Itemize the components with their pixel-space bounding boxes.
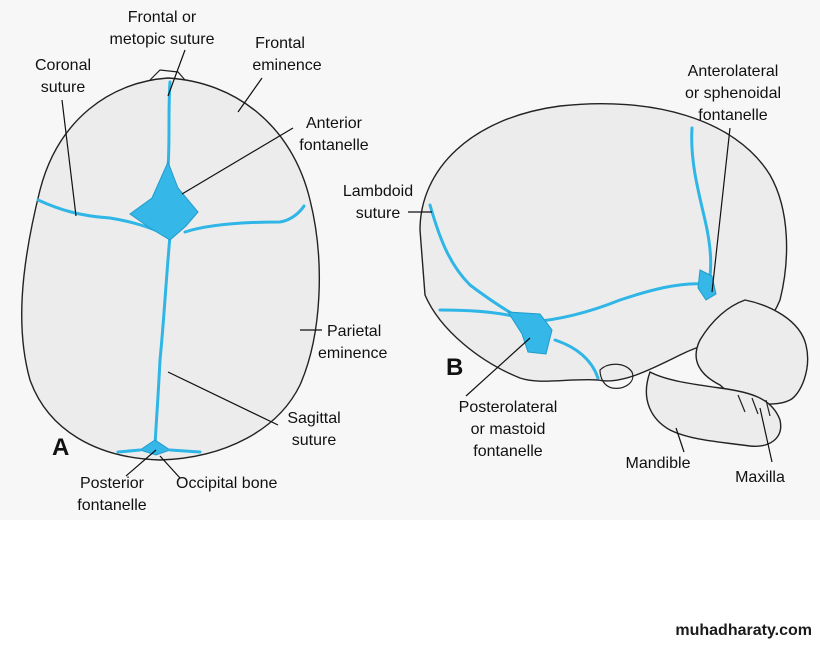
superior-view-skull bbox=[21, 69, 320, 461]
frontal-notch bbox=[149, 69, 186, 81]
frontal-eminence-label-1: Frontal bbox=[255, 35, 305, 52]
lambdoid-suture-label-2: suture bbox=[356, 205, 401, 222]
squamosal-suture-line bbox=[528, 282, 707, 324]
coronal-suture-label-1: Coronal bbox=[35, 57, 91, 74]
maxilla-label: Maxilla bbox=[735, 469, 785, 486]
watermark-text: muhadharaty.com bbox=[675, 622, 812, 639]
sagittal-suture-line bbox=[153, 234, 172, 448]
lateral-view-skull bbox=[419, 103, 809, 447]
frontal-eminence-label-2: eminence bbox=[252, 57, 321, 74]
frontal-suture-label-2: metopic suture bbox=[110, 31, 215, 48]
coronal-suture-b bbox=[690, 126, 713, 292]
ear-region bbox=[599, 363, 634, 389]
anterolateral-fontanelle-label-2: or sphenoidal bbox=[685, 85, 781, 102]
occipital-bone-label: Occipital bone bbox=[176, 475, 277, 492]
anterolateral-fontanelle-label-3: fontanelle bbox=[698, 107, 767, 124]
frontal-suture-label-1: Frontal or bbox=[128, 9, 197, 26]
parietal-eminence-label-1: Parietal bbox=[327, 323, 381, 340]
anterior-fontanelle-label-1: Anterior bbox=[306, 115, 363, 132]
parietomastoid-line bbox=[553, 338, 600, 380]
posterior-fontanelle-label-2: fontanelle bbox=[77, 497, 146, 514]
posterolateral-fontanelle bbox=[507, 311, 553, 355]
anterolateral-fontanelle-label-1: Anterolateral bbox=[688, 63, 779, 80]
skull-outline-a bbox=[21, 77, 320, 461]
panel-b-label: B bbox=[446, 354, 463, 381]
lambdoid-suture-label-1: Lambdoid bbox=[343, 183, 413, 200]
posterolateral-fontanelle-label-2: or mastoid bbox=[471, 421, 546, 438]
lambdoid-a bbox=[116, 448, 202, 454]
anterior-fontanelle bbox=[129, 160, 199, 241]
anterior-fontanelle-label-2: fontanelle bbox=[299, 137, 368, 154]
sagittal-suture-label-1: Sagittal bbox=[287, 410, 340, 427]
mandible-label: Mandible bbox=[626, 455, 691, 472]
coronal-suture-label-2: suture bbox=[41, 79, 86, 96]
mandible-shape bbox=[645, 371, 782, 447]
leader-lines bbox=[61, 49, 773, 479]
sagittal-suture-label-2: suture bbox=[292, 432, 337, 449]
anterolateral-fontanelle bbox=[697, 269, 717, 301]
diagram-labels: A B Frontal or metopic suture Coronal su… bbox=[35, 9, 785, 514]
maxilla-teeth bbox=[737, 394, 771, 417]
lambdoid-suture-line bbox=[428, 203, 522, 320]
skull-diagram: A B Frontal or metopic suture Coronal su… bbox=[21, 9, 809, 514]
posterior-fontanelle-label-1: Posterior bbox=[80, 475, 145, 492]
panel-a-label: A bbox=[52, 434, 69, 461]
posterolateral-fontanelle-label-1: Posterolateral bbox=[459, 399, 558, 416]
skull-illustration: A B Frontal or metopic suture Coronal su… bbox=[21, 9, 809, 514]
parietal-eminence-label-2: eminence bbox=[318, 345, 387, 362]
posterolateral-fontanelle-label-3: fontanelle bbox=[473, 443, 542, 460]
